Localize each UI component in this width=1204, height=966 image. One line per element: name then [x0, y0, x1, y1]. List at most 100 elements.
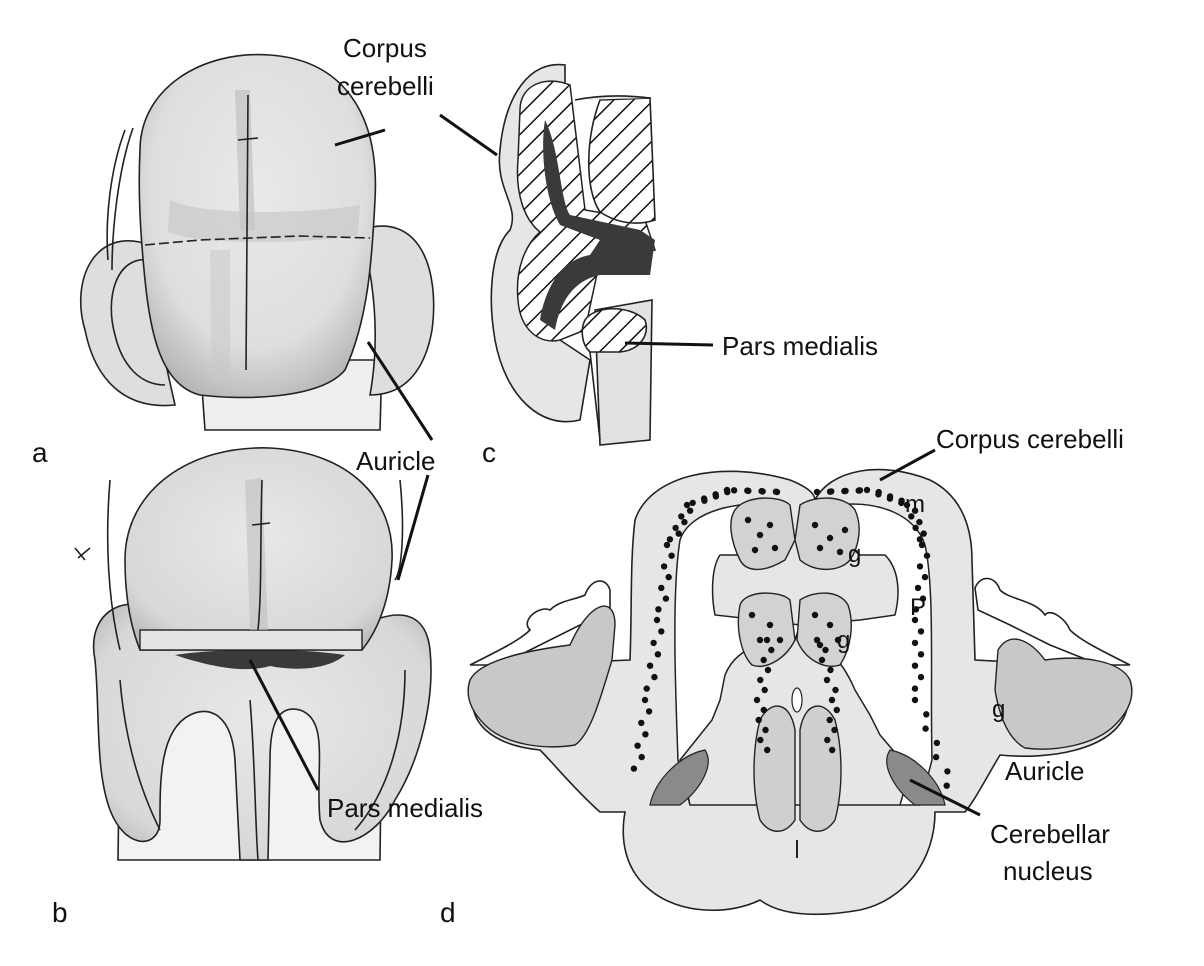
label-corpus-cerebelli-a-2: cerebelli	[337, 71, 434, 101]
cell-dot	[916, 518, 923, 526]
cell-dot	[828, 488, 835, 495]
cell-dot	[917, 628, 925, 635]
panel-c-dark-core	[540, 120, 655, 330]
label-cerebellar-nucleus-1: Cerebellar	[990, 819, 1110, 849]
cell-dot	[689, 499, 696, 507]
cell-dot	[776, 636, 784, 644]
cell-dot	[828, 696, 836, 704]
cell-dot	[760, 706, 767, 714]
cell-dot	[764, 666, 772, 674]
cell-dot	[818, 656, 826, 664]
cell-dot	[768, 646, 775, 654]
cell-dot	[822, 646, 829, 654]
cell-dot	[916, 563, 924, 570]
cell-dot	[756, 531, 764, 539]
panel-d-granule-upper	[730, 497, 860, 571]
cell-dot	[642, 731, 649, 738]
cell-dot	[653, 616, 661, 624]
cell-dot	[766, 621, 774, 629]
cell-dot	[911, 507, 919, 514]
cell-dot	[678, 513, 685, 520]
cell-dot	[771, 544, 779, 552]
cell-dot	[933, 739, 941, 747]
cell-dot	[921, 573, 929, 581]
cell-dot	[683, 501, 691, 509]
leader-lines	[248, 113, 981, 817]
cell-dot	[654, 651, 662, 658]
cell-dot	[630, 765, 638, 772]
cell-dot	[646, 662, 654, 669]
cell-dot	[832, 686, 839, 694]
cell-dot	[914, 584, 922, 592]
panel-label-d: d	[440, 897, 456, 928]
cell-dot	[751, 546, 759, 554]
cell-dot	[898, 499, 905, 507]
cell-dot	[638, 753, 645, 761]
cell-dot	[836, 548, 844, 556]
cell-dot	[665, 573, 672, 581]
cell-dot	[681, 518, 688, 526]
cell-dot	[763, 636, 771, 644]
cell-dot	[841, 526, 849, 534]
cell-dot	[827, 666, 834, 674]
cell-dot	[826, 621, 834, 629]
cell-dot	[655, 606, 662, 613]
cell-dot	[875, 491, 882, 498]
panel-d-drawing	[467, 468, 1133, 916]
panel-label-a: a	[32, 437, 48, 468]
cell-dot	[932, 753, 940, 761]
panel-c-pars-medialis-shape	[581, 308, 647, 353]
cell-dot	[911, 616, 919, 624]
cell-dot	[811, 611, 819, 619]
label-corpus-cerebelli-d: Corpus cerebelli	[936, 424, 1124, 454]
cell-dot	[757, 676, 764, 684]
cell-dot	[831, 726, 838, 734]
cell-dot	[944, 768, 951, 775]
panel-d-purkinje-dots	[630, 486, 951, 789]
label-g-right: g	[992, 696, 1005, 723]
cell-dot	[918, 541, 926, 549]
cell-dot	[753, 696, 761, 704]
cell-dot	[834, 636, 842, 644]
cell-dot	[922, 725, 929, 732]
cell-dot	[651, 673, 658, 681]
cell-dot	[912, 524, 919, 532]
cell-dot	[658, 628, 665, 635]
cell-dot	[912, 606, 920, 613]
cell-dot	[724, 488, 731, 496]
cell-dot	[701, 497, 708, 504]
label-g-middle: g	[837, 627, 850, 654]
cell-dot	[668, 552, 675, 559]
cell-dot	[911, 696, 919, 704]
cell-dot	[764, 746, 771, 754]
cell-dot	[744, 516, 752, 524]
cell-dot	[762, 726, 769, 734]
cell-dot	[761, 686, 768, 694]
cell-dot	[824, 736, 831, 744]
cell-dot	[813, 488, 821, 496]
panel-b-pars-medialis-shape	[175, 649, 345, 670]
panel-b-drawing	[74, 447, 432, 861]
cell-dot	[833, 706, 840, 714]
cell-dot	[829, 746, 836, 754]
label-m: m	[905, 491, 925, 518]
cell-dot	[744, 487, 751, 494]
cell-dot	[920, 530, 927, 537]
cell-dot	[634, 742, 641, 749]
panel-d-cerebellar-nucleus-left	[649, 749, 709, 806]
panel-d-right-auricle	[994, 638, 1133, 750]
cell-dot	[672, 524, 679, 532]
panel-label-b: b	[52, 897, 68, 928]
panel-d-left-auricle	[467, 605, 616, 748]
cell-dot	[675, 530, 682, 537]
label-pars-medialis-c: Pars medialis	[722, 331, 878, 361]
cell-dot	[908, 513, 915, 520]
cell-dot	[863, 486, 871, 494]
panel-a-right-auricle	[359, 225, 435, 396]
cell-dot	[760, 656, 767, 664]
cell-dot	[911, 685, 919, 692]
cell-dot	[886, 495, 894, 502]
cell-dot	[660, 563, 668, 570]
cell-dot	[643, 685, 650, 692]
cell-dot	[826, 716, 833, 724]
